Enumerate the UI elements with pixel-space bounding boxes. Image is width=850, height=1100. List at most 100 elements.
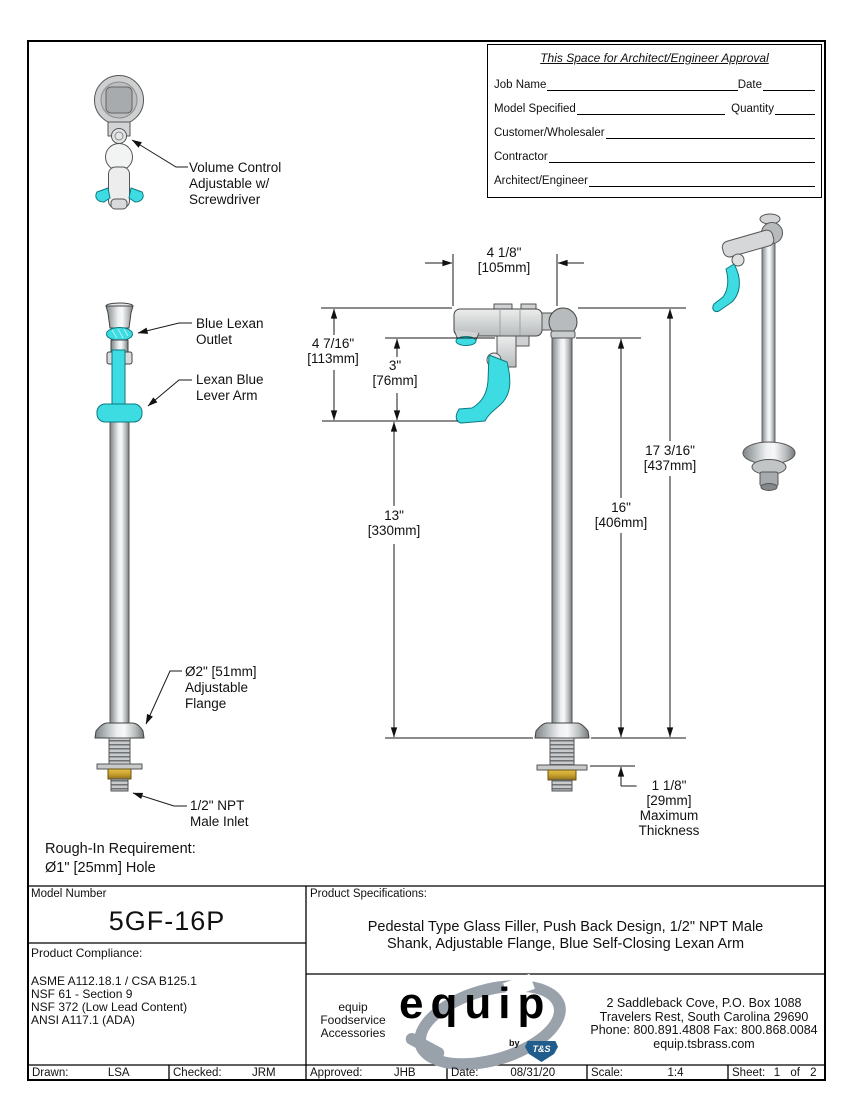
brand-line: Accessories (320, 1026, 386, 1040)
compliance-item: ANSI A117.1 (ADA) (31, 1013, 135, 1027)
approval-row-model: Model Specified Quantity (494, 100, 815, 116)
footer-value: 1:4 (667, 1067, 684, 1079)
leader-lines (131, 139, 192, 807)
footer-checked: Checked: JRM (169, 1065, 306, 1081)
footer-date: Date: 08/31/20 (447, 1065, 587, 1081)
rough-in-line: Ø1" [25mm] Hole (45, 859, 156, 876)
dim-inches: 3" (388, 358, 402, 373)
address-line: equip.tsbrass.com (653, 1036, 755, 1051)
footer-label: Approved: (310, 1067, 363, 1079)
job-name-label: Job Name (494, 79, 547, 91)
specs-line: Shank, Adjustable Flange, Blue Self-Clos… (386, 936, 745, 952)
callout-line: Outlet (196, 332, 233, 347)
dim-thickness: 1 1/8" [29mm] Maximum Thickness (636, 778, 702, 838)
callout-line: 1/2" NPT (190, 798, 245, 813)
date-label: Date (737, 79, 762, 91)
architect-label: Architect/Engineer (494, 175, 588, 187)
specs-line: Pedestal Type Glass Filler, Push Back De… (367, 919, 764, 935)
footer-label: Date: (451, 1067, 479, 1079)
callout-line: Screwdriver (189, 192, 261, 207)
callout-line: Adjustable (185, 680, 249, 695)
dim-inches: 13" (384, 508, 404, 523)
model-number: 5GF-16P (108, 906, 226, 936)
dim-inches: 1 1/8" (651, 778, 687, 793)
dim-inches: 16" (611, 500, 631, 515)
footer-scale: Scale: 1:4 (587, 1065, 728, 1081)
address-line: Travelers Rest, South Carolina 29690 (599, 1009, 809, 1024)
approval-title: This Space for Architect/Engineer Approv… (540, 51, 769, 65)
dim-330: 13" [330mm] (365, 508, 423, 538)
logo-by-text: by (509, 1038, 520, 1048)
rough-in-note: Rough-In Requirement: Ø1" [25mm] Hole (45, 840, 196, 877)
side-view-drawing (453, 303, 590, 792)
equip-logo-wordmark: equip (399, 979, 552, 1028)
dim-mm: [406mm] (594, 515, 648, 530)
company-address: 2 Saddleback Cove, P.O. Box 1088 Travele… (588, 996, 820, 1051)
compliance-item: NSF 61 - Section 9 (31, 987, 133, 1001)
top-view-drawing (94, 75, 144, 210)
footer-approved: Approved: JHB (306, 1065, 447, 1081)
perspective-view-drawing (712, 213, 796, 491)
footer-label: Scale: (591, 1067, 623, 1079)
approval-row-contractor: Contractor (494, 148, 815, 164)
footer-drawn: Drawn: LSA (28, 1065, 169, 1081)
dim-mm: [105mm] (477, 260, 531, 275)
ts-brass-logo: T&S (525, 1041, 558, 1062)
architect-field[interactable] (588, 176, 815, 187)
callout-line: Volume Control (189, 160, 282, 175)
dim-mm: [437mm] (643, 458, 697, 473)
footer-label: Drawn: (32, 1067, 69, 1079)
contractor-field[interactable] (548, 152, 815, 163)
dim-inches: 4 7/16" (311, 336, 355, 351)
front-view-drawing (94, 302, 145, 792)
dim-mm: [29mm] (646, 793, 692, 808)
compliance-label: Product Compliance: (31, 946, 143, 960)
dim-mm: [113mm] (307, 351, 359, 366)
footer-value: JRM (251, 1067, 276, 1079)
approval-box: This Space for Architect/Engineer Approv… (487, 44, 822, 198)
model-specified-field[interactable] (576, 104, 726, 115)
brand-line: equip (338, 1000, 368, 1014)
model-number-label: Model Number (31, 888, 107, 900)
brand-line: Foodservice (320, 1013, 386, 1027)
outlet-callout: Blue Lexan Outlet (196, 316, 264, 348)
contractor-label: Contractor (494, 151, 548, 163)
dim-113: 4 7/16" [113mm] (305, 336, 361, 366)
dimension-lines (321, 254, 686, 787)
approval-row-architect: Architect/Engineer (494, 172, 815, 188)
quantity-field[interactable] (775, 104, 815, 115)
callout-line: Lexan Blue (196, 372, 264, 387)
dim-width: 4 1/8" [105mm] (475, 245, 533, 275)
specs-label: Product Specifications: (310, 888, 427, 900)
dim-mm: [330mm] (367, 523, 421, 538)
brand-tagline: equip Foodservice Accessories (315, 1001, 391, 1040)
dim-inches: 17 3/16" (645, 443, 695, 458)
sheet-border (27, 40, 826, 1081)
callout-line: Lever Arm (196, 388, 258, 403)
callout-line: Ø2" [51mm] (185, 664, 257, 679)
title-block-footer: Drawn: LSA Checked: JRM Approved: JHB Da… (28, 1065, 825, 1081)
flange-callout: Ø2" [51mm] Adjustable Flange (185, 664, 257, 712)
volume-control-callout: Volume Control Adjustable w/ Screwdriver (189, 160, 281, 208)
footer-label: Checked: (173, 1067, 222, 1079)
footer-value: 1 of 2 (773, 1067, 817, 1079)
lever-callout: Lexan Blue Lever Arm (196, 372, 264, 404)
approval-row-job: Job Name Date (494, 76, 815, 92)
customer-field[interactable] (605, 128, 815, 139)
dim-76: 3" [76mm] (370, 358, 420, 388)
footer-sheet: Sheet: 1 of 2 (728, 1065, 825, 1081)
dim-437: 17 3/16" [437mm] (641, 443, 699, 473)
footer-value: 08/31/20 (510, 1067, 556, 1079)
footer-label: Sheet: (732, 1067, 766, 1079)
inlet-callout: 1/2" NPT Male Inlet (190, 798, 249, 830)
date-field[interactable] (763, 80, 815, 91)
address-line: Phone: 800.891.4808 Fax: 800.868.0084 (590, 1023, 818, 1037)
address-line: 2 Saddleback Cove, P.O. Box 1088 (606, 996, 802, 1010)
callout-line: Adjustable w/ (189, 176, 270, 191)
callout-line: Blue Lexan (196, 316, 264, 331)
job-name-field[interactable] (547, 80, 738, 91)
dim-inches: 4 1/8" (486, 245, 522, 260)
footer-value: LSA (107, 1067, 130, 1079)
